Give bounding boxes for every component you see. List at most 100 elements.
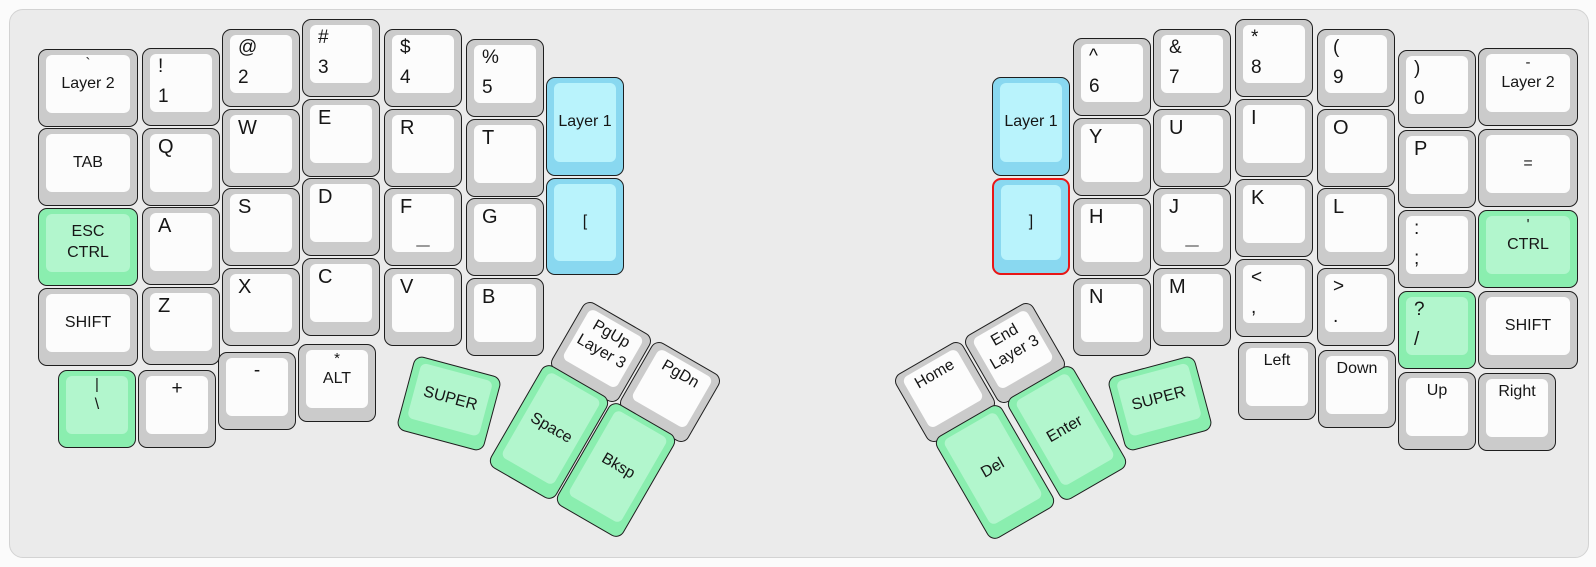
key-k[interactable]: K [1235,179,1313,257]
key-d[interactable]: D [302,178,380,256]
key-num7[interactable]: &7 [1153,29,1231,107]
key-h[interactable]: H [1073,198,1151,276]
key-backtick-layer2[interactable]: `Layer 2 [38,49,138,127]
key-main-label: \ [94,396,100,413]
key-g[interactable]: G [466,198,544,276]
key-num9[interactable]: (9 [1317,29,1395,107]
keycap-face: H [1081,204,1143,262]
key-left-bracket[interactable]: [ [546,178,624,275]
key-a[interactable]: A [142,207,220,285]
key-minus[interactable]: - [218,352,296,430]
key-top-label: Q [158,136,174,158]
key-main-label: 7 [1169,67,1180,88]
key-top-label: < [1251,267,1263,288]
key-num6[interactable]: ^6 [1073,38,1151,116]
keycap-face: -Layer 2 [1486,54,1570,112]
key-up-arrow[interactable]: Up [1398,372,1476,450]
keycap-face: Y [1081,124,1143,182]
key-slash[interactable]: ?/ [1398,291,1476,369]
key-num0[interactable]: )0 [1398,50,1476,128]
key-main-label: ] [1028,213,1034,231]
key-num4[interactable]: $4 [384,29,462,107]
key-u[interactable]: U [1153,109,1231,187]
key-left-shift[interactable]: SHIFT [38,288,138,366]
key-m[interactable]: M [1153,268,1231,346]
key-y[interactable]: Y [1073,118,1151,196]
key-top-label: V [400,276,414,298]
key-top-label: W [238,117,257,139]
key-period[interactable]: >. [1317,268,1395,346]
keycap-face: B [474,284,536,342]
key-right-bracket[interactable]: ] [992,178,1070,275]
key-left-arrow[interactable]: Left [1238,342,1316,420]
key-main-label: 9 [1333,67,1344,88]
key-num3[interactable]: #3 [302,19,380,97]
key-right-arrow[interactable]: Right [1478,373,1556,451]
key-num8[interactable]: *8 [1235,19,1313,97]
key-x[interactable]: X [222,268,300,346]
key-star-alt[interactable]: *ALT [298,344,376,422]
key-semicolon[interactable]: :; [1398,210,1476,288]
key-minus-layer2[interactable]: -Layer 2 [1478,48,1578,126]
key-top-label: H [1089,206,1104,228]
keycap-face: R [392,115,454,173]
keycap-face: $4 [392,35,454,93]
keycap-face: = [1486,135,1570,193]
key-down-arrow[interactable]: Down [1318,350,1396,428]
key-f[interactable]: F [384,188,462,266]
key-r[interactable]: R [384,109,462,187]
keycap-face: P [1406,136,1468,194]
key-l[interactable]: L [1317,188,1395,266]
key-w[interactable]: W [222,109,300,187]
key-top-label: R [400,117,415,139]
key-t[interactable]: T [466,119,544,197]
key-main-label: 8 [1251,57,1262,78]
key-z[interactable]: Z [142,287,220,365]
key-i[interactable]: I [1235,99,1313,177]
key-top-label: $ [400,37,411,58]
key-top-label: Right [1498,383,1536,400]
key-p[interactable]: P [1398,130,1476,208]
key-c[interactable]: C [302,258,380,336]
key-num5[interactable]: %5 [466,39,544,117]
key-main-label: . [1333,306,1339,327]
key-main-label: 4 [400,67,411,88]
key-layer1-left[interactable]: Layer 1 [546,77,624,176]
keycap-face: N [1081,284,1143,342]
keycap-face: V [392,274,454,332]
key-n[interactable]: N [1073,278,1151,356]
key-q[interactable]: Q [142,128,220,206]
key-o[interactable]: O [1317,109,1395,187]
key-pipe-backslash[interactable]: |\ [58,370,136,448]
key-right-shift[interactable]: SHIFT [1478,291,1578,369]
key-top-label: B [482,286,496,308]
keycap-face: Layer 1 [1000,83,1062,162]
key-esc-ctrl[interactable]: ESC CTRL [38,208,138,286]
keycap-face: - [226,358,288,416]
key-main-label: SUPER [1129,383,1188,415]
key-main-label: 6 [1089,76,1100,97]
key-e[interactable]: E [302,99,380,177]
key-v[interactable]: V [384,268,462,346]
key-b[interactable]: B [466,278,544,356]
key-j[interactable]: J [1153,188,1231,266]
key-comma[interactable]: <, [1235,259,1313,337]
keycap-face: Left [1246,348,1308,406]
key-top-label: Up [1426,382,1448,399]
key-tab[interactable]: TAB [38,128,138,206]
key-top-label: & [1169,37,1182,58]
key-top-label: ( [1333,37,1340,58]
key-main-label: Space [527,409,576,447]
key-num1[interactable]: !1 [142,48,220,126]
key-plus[interactable]: + [138,370,216,448]
key-layer1-right[interactable]: Layer 1 [992,77,1070,176]
keycap-face: 'CTRL [1486,216,1570,274]
key-top-label: Y [1089,126,1103,148]
key-main-label: 3 [318,57,329,78]
key-equals[interactable]: = [1478,129,1578,207]
key-quote-ctrl[interactable]: 'CTRL [1478,210,1578,288]
key-num2[interactable]: @2 [222,29,300,107]
keycap-face: `Layer 2 [46,55,130,113]
key-s[interactable]: S [222,188,300,266]
key-top-label: + [171,378,183,399]
